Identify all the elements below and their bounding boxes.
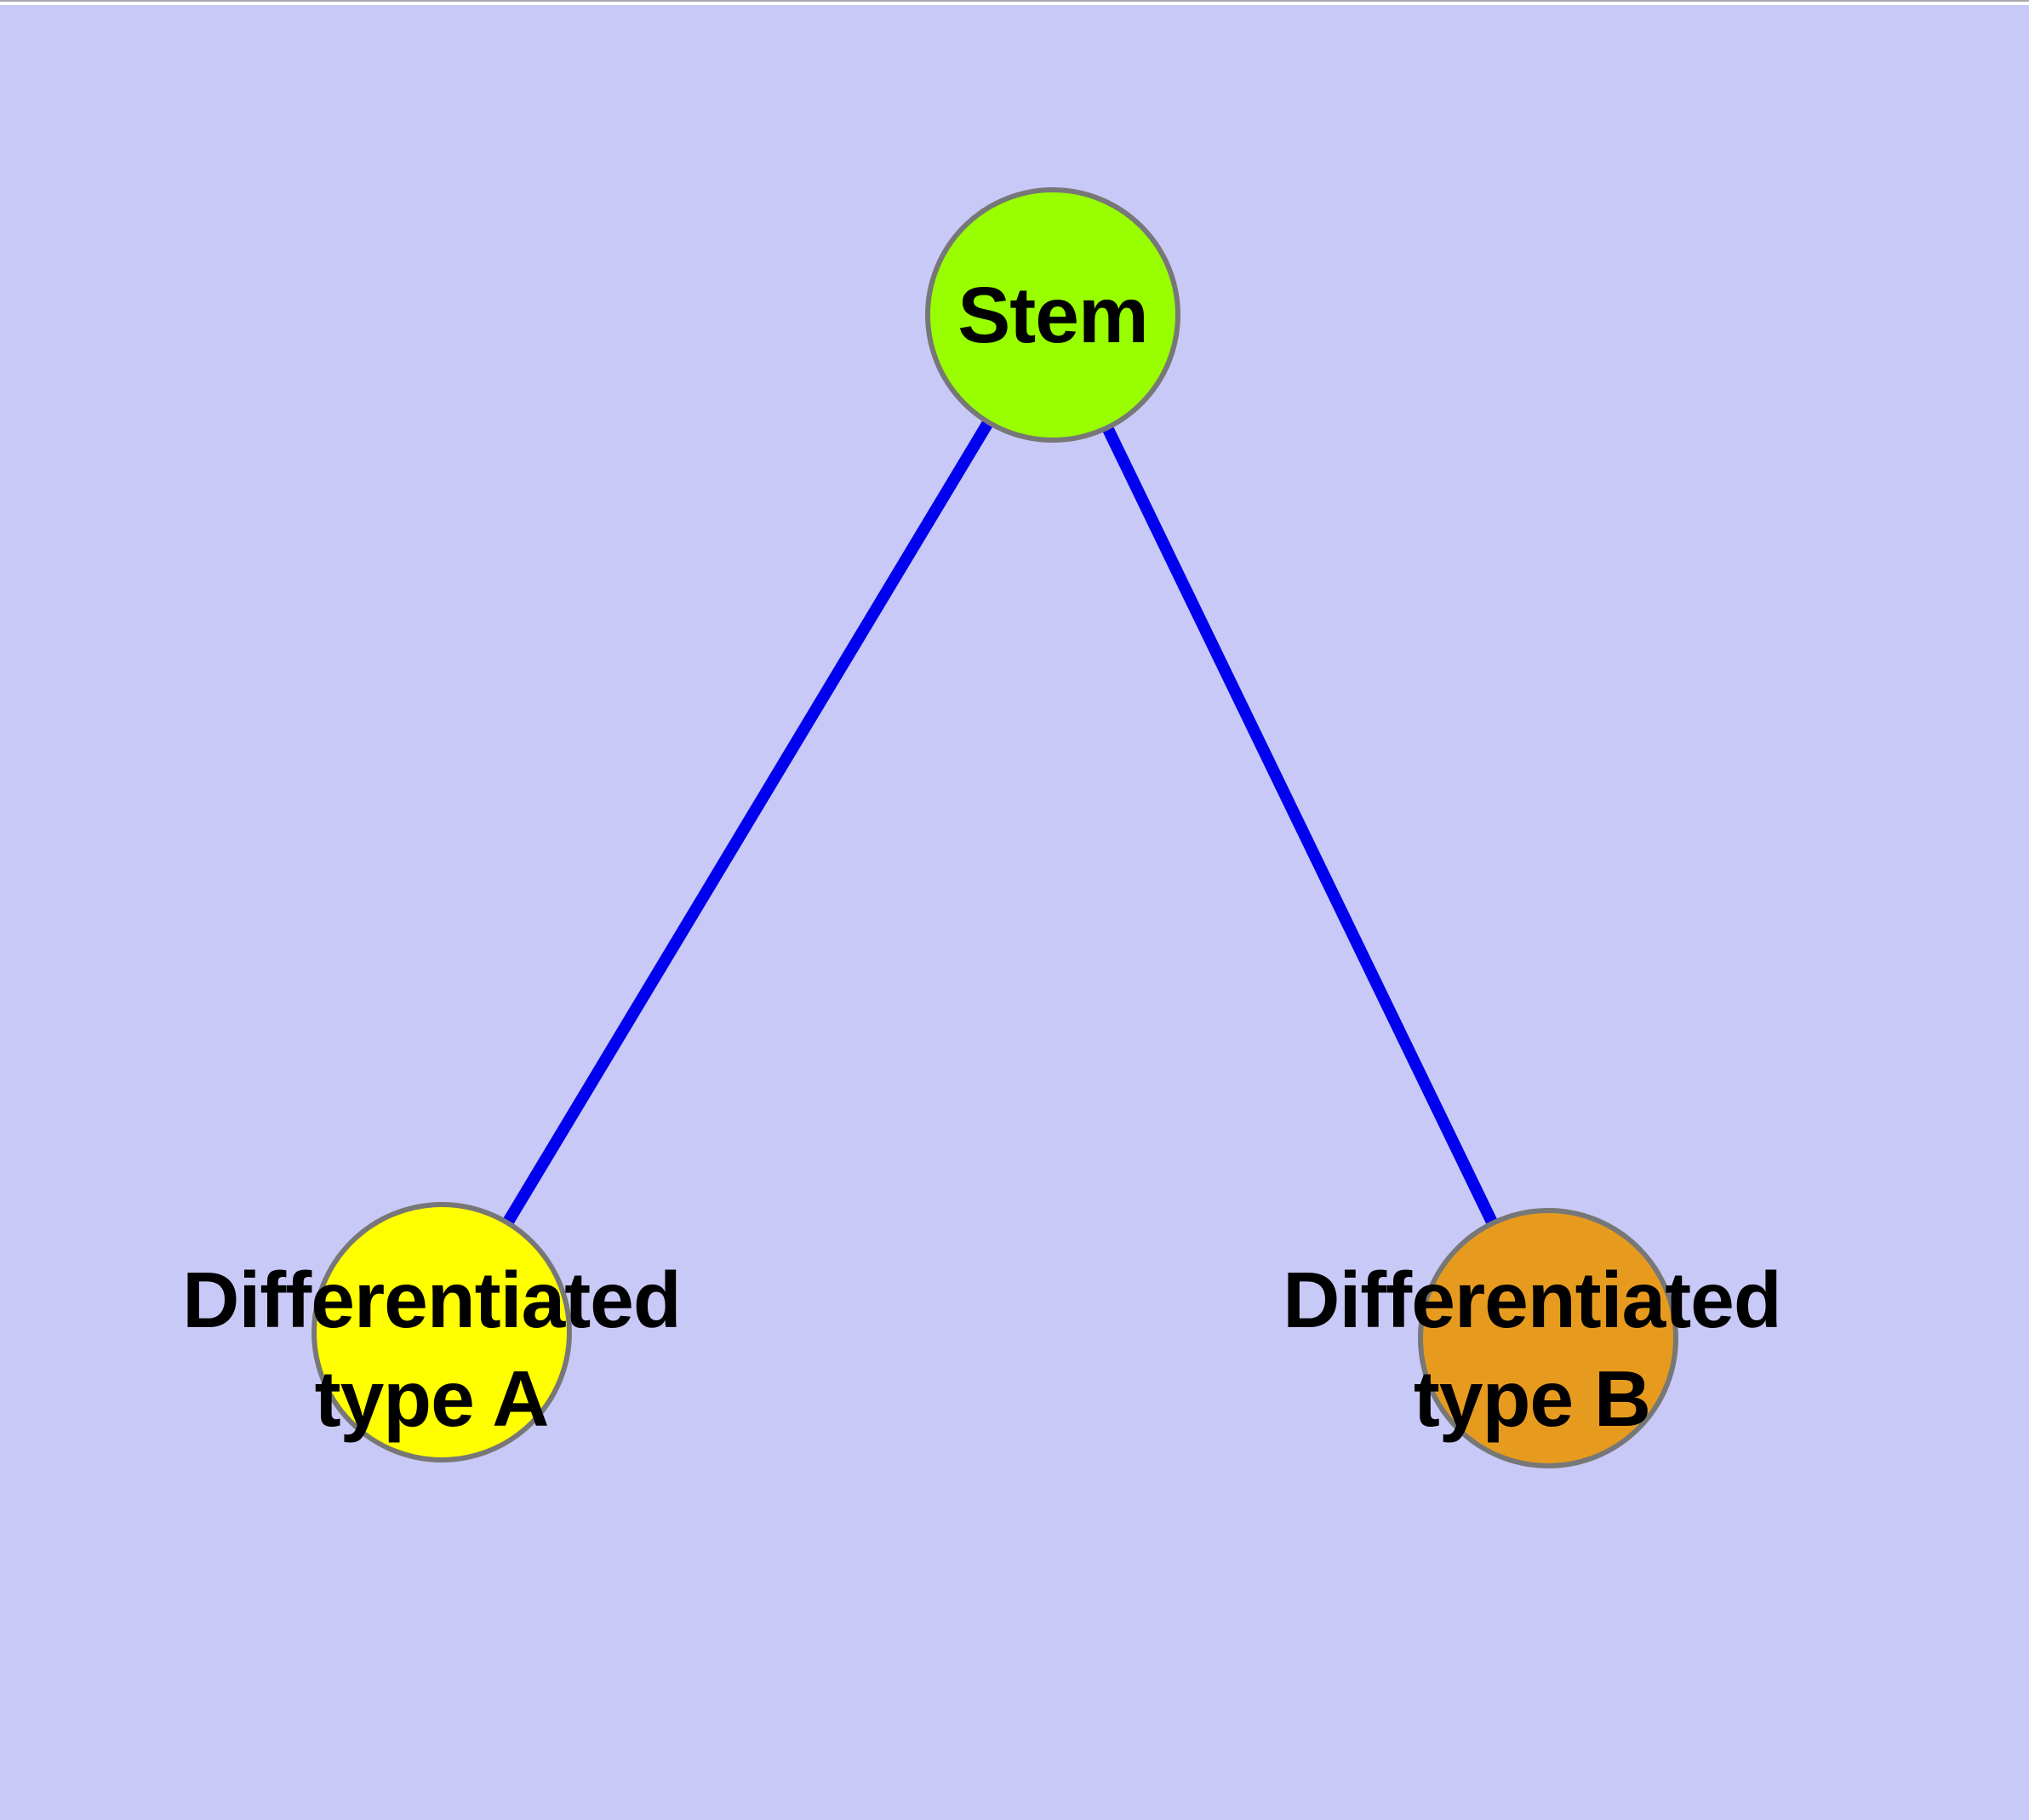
node-label-differentiated-type-a: Differentiated type A xyxy=(91,1251,772,1448)
node-label-type-b-line-1: Differentiated xyxy=(1283,1256,1781,1344)
top-hairline xyxy=(0,0,2029,2)
node-label-type-a-line-1: Differentiated xyxy=(182,1256,681,1344)
node-label-type-a-line-2: type A xyxy=(314,1354,550,1443)
node-label-stem: Stem xyxy=(840,276,1266,355)
edge-stem-to-type-a xyxy=(436,312,1059,1336)
node-stem xyxy=(925,187,1180,443)
node-differentiated-type-a xyxy=(311,1202,572,1462)
node-label-type-b-line-2: type B xyxy=(1413,1354,1651,1443)
edge-stem-to-type-b xyxy=(1047,312,1554,1342)
node-differentiated-type-b xyxy=(1418,1208,1678,1468)
node-label-stem-text: Stem xyxy=(957,271,1148,359)
node-label-differentiated-type-b: Differentiated type B xyxy=(1192,1251,1872,1448)
top-margin-strip xyxy=(0,2,2029,5)
